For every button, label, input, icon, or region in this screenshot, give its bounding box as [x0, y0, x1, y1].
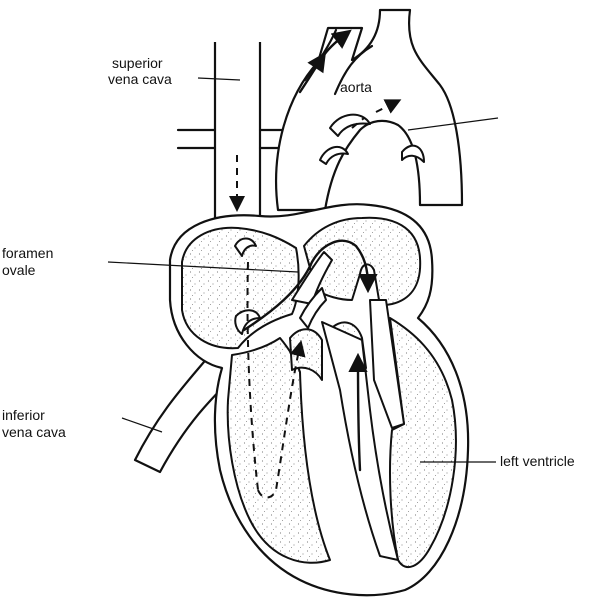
label-superior-vena-cava-line2: vena cava: [108, 71, 172, 87]
label-foramen-ovale-line1: foramen: [2, 245, 53, 261]
aorta-arch: [276, 10, 462, 210]
label-foramen-ovale-line2: ovale: [2, 262, 36, 278]
label-inferior-vena-cava-line2: vena cava: [2, 424, 66, 440]
label-left-ventricle: left ventricle: [500, 453, 575, 469]
superior-vena-cava: [215, 42, 260, 218]
label-superior-vena-cava-line1: superior: [112, 55, 163, 71]
label-aorta: aorta: [340, 79, 372, 95]
label-inferior-vena-cava-line1: inferior: [2, 407, 45, 423]
